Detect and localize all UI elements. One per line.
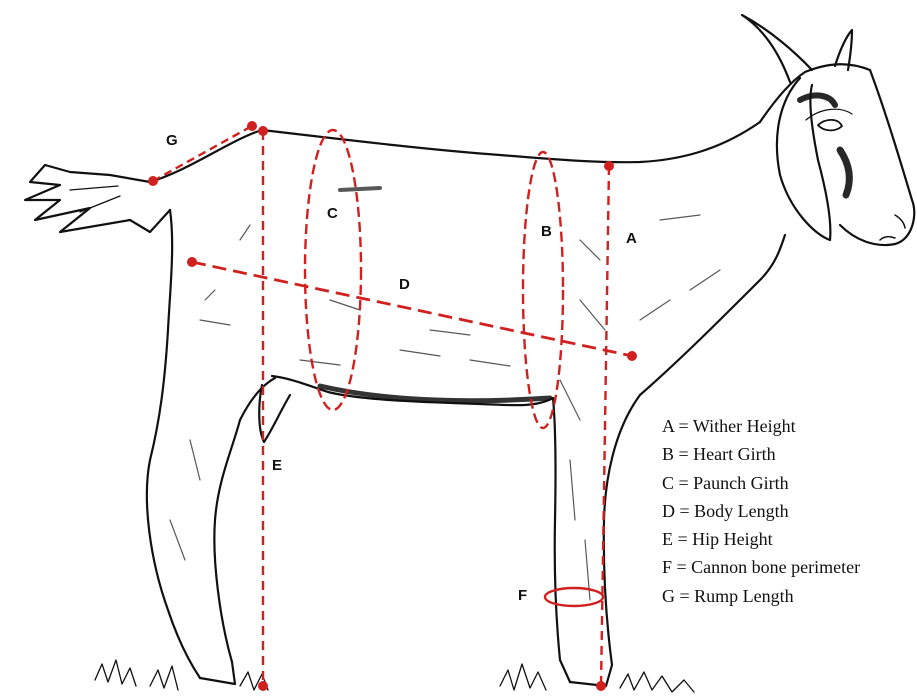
marker-a: A xyxy=(626,230,637,247)
measurement-markers: A B C D E F G xyxy=(166,132,637,604)
legend-item-wither-height: A = Wither Height xyxy=(662,412,860,440)
marker-b: B xyxy=(541,223,552,240)
marker-c: C xyxy=(327,205,338,222)
legend-item-rump-length: G = Rump Length xyxy=(662,582,860,610)
endpoint-dot xyxy=(258,126,268,136)
paunch-girth-ellipse xyxy=(305,130,361,410)
endpoint-dot xyxy=(187,257,197,267)
legend-item-cannon-bone-perimeter: F = Cannon bone perimeter xyxy=(662,553,860,581)
endpoint-dot xyxy=(627,351,637,361)
legend-item-paunch-girth: C = Paunch Girth xyxy=(662,469,860,497)
endpoint-dot xyxy=(148,176,158,186)
measurement-overlays xyxy=(153,126,632,686)
marker-g: G xyxy=(166,132,178,149)
legend-item-hip-height: E = Hip Height xyxy=(662,525,860,553)
marker-e: E xyxy=(272,457,282,474)
marker-d: D xyxy=(399,276,410,293)
body-length-line xyxy=(192,262,632,356)
endpoint-dot xyxy=(604,161,614,171)
wither-height-line xyxy=(601,166,609,686)
heart-girth-ellipse xyxy=(523,152,563,428)
measurement-legend: A = Wither Height B = Heart Girth C = Pa… xyxy=(662,412,860,610)
endpoint-dot xyxy=(596,681,606,691)
legend-item-body-length: D = Body Length xyxy=(662,497,860,525)
legend-item-heart-girth: B = Heart Girth xyxy=(662,440,860,468)
endpoint-dot xyxy=(247,121,257,131)
cannon-bone-ellipse xyxy=(545,588,603,606)
endpoint-dot xyxy=(258,681,268,691)
marker-f: F xyxy=(518,587,527,604)
